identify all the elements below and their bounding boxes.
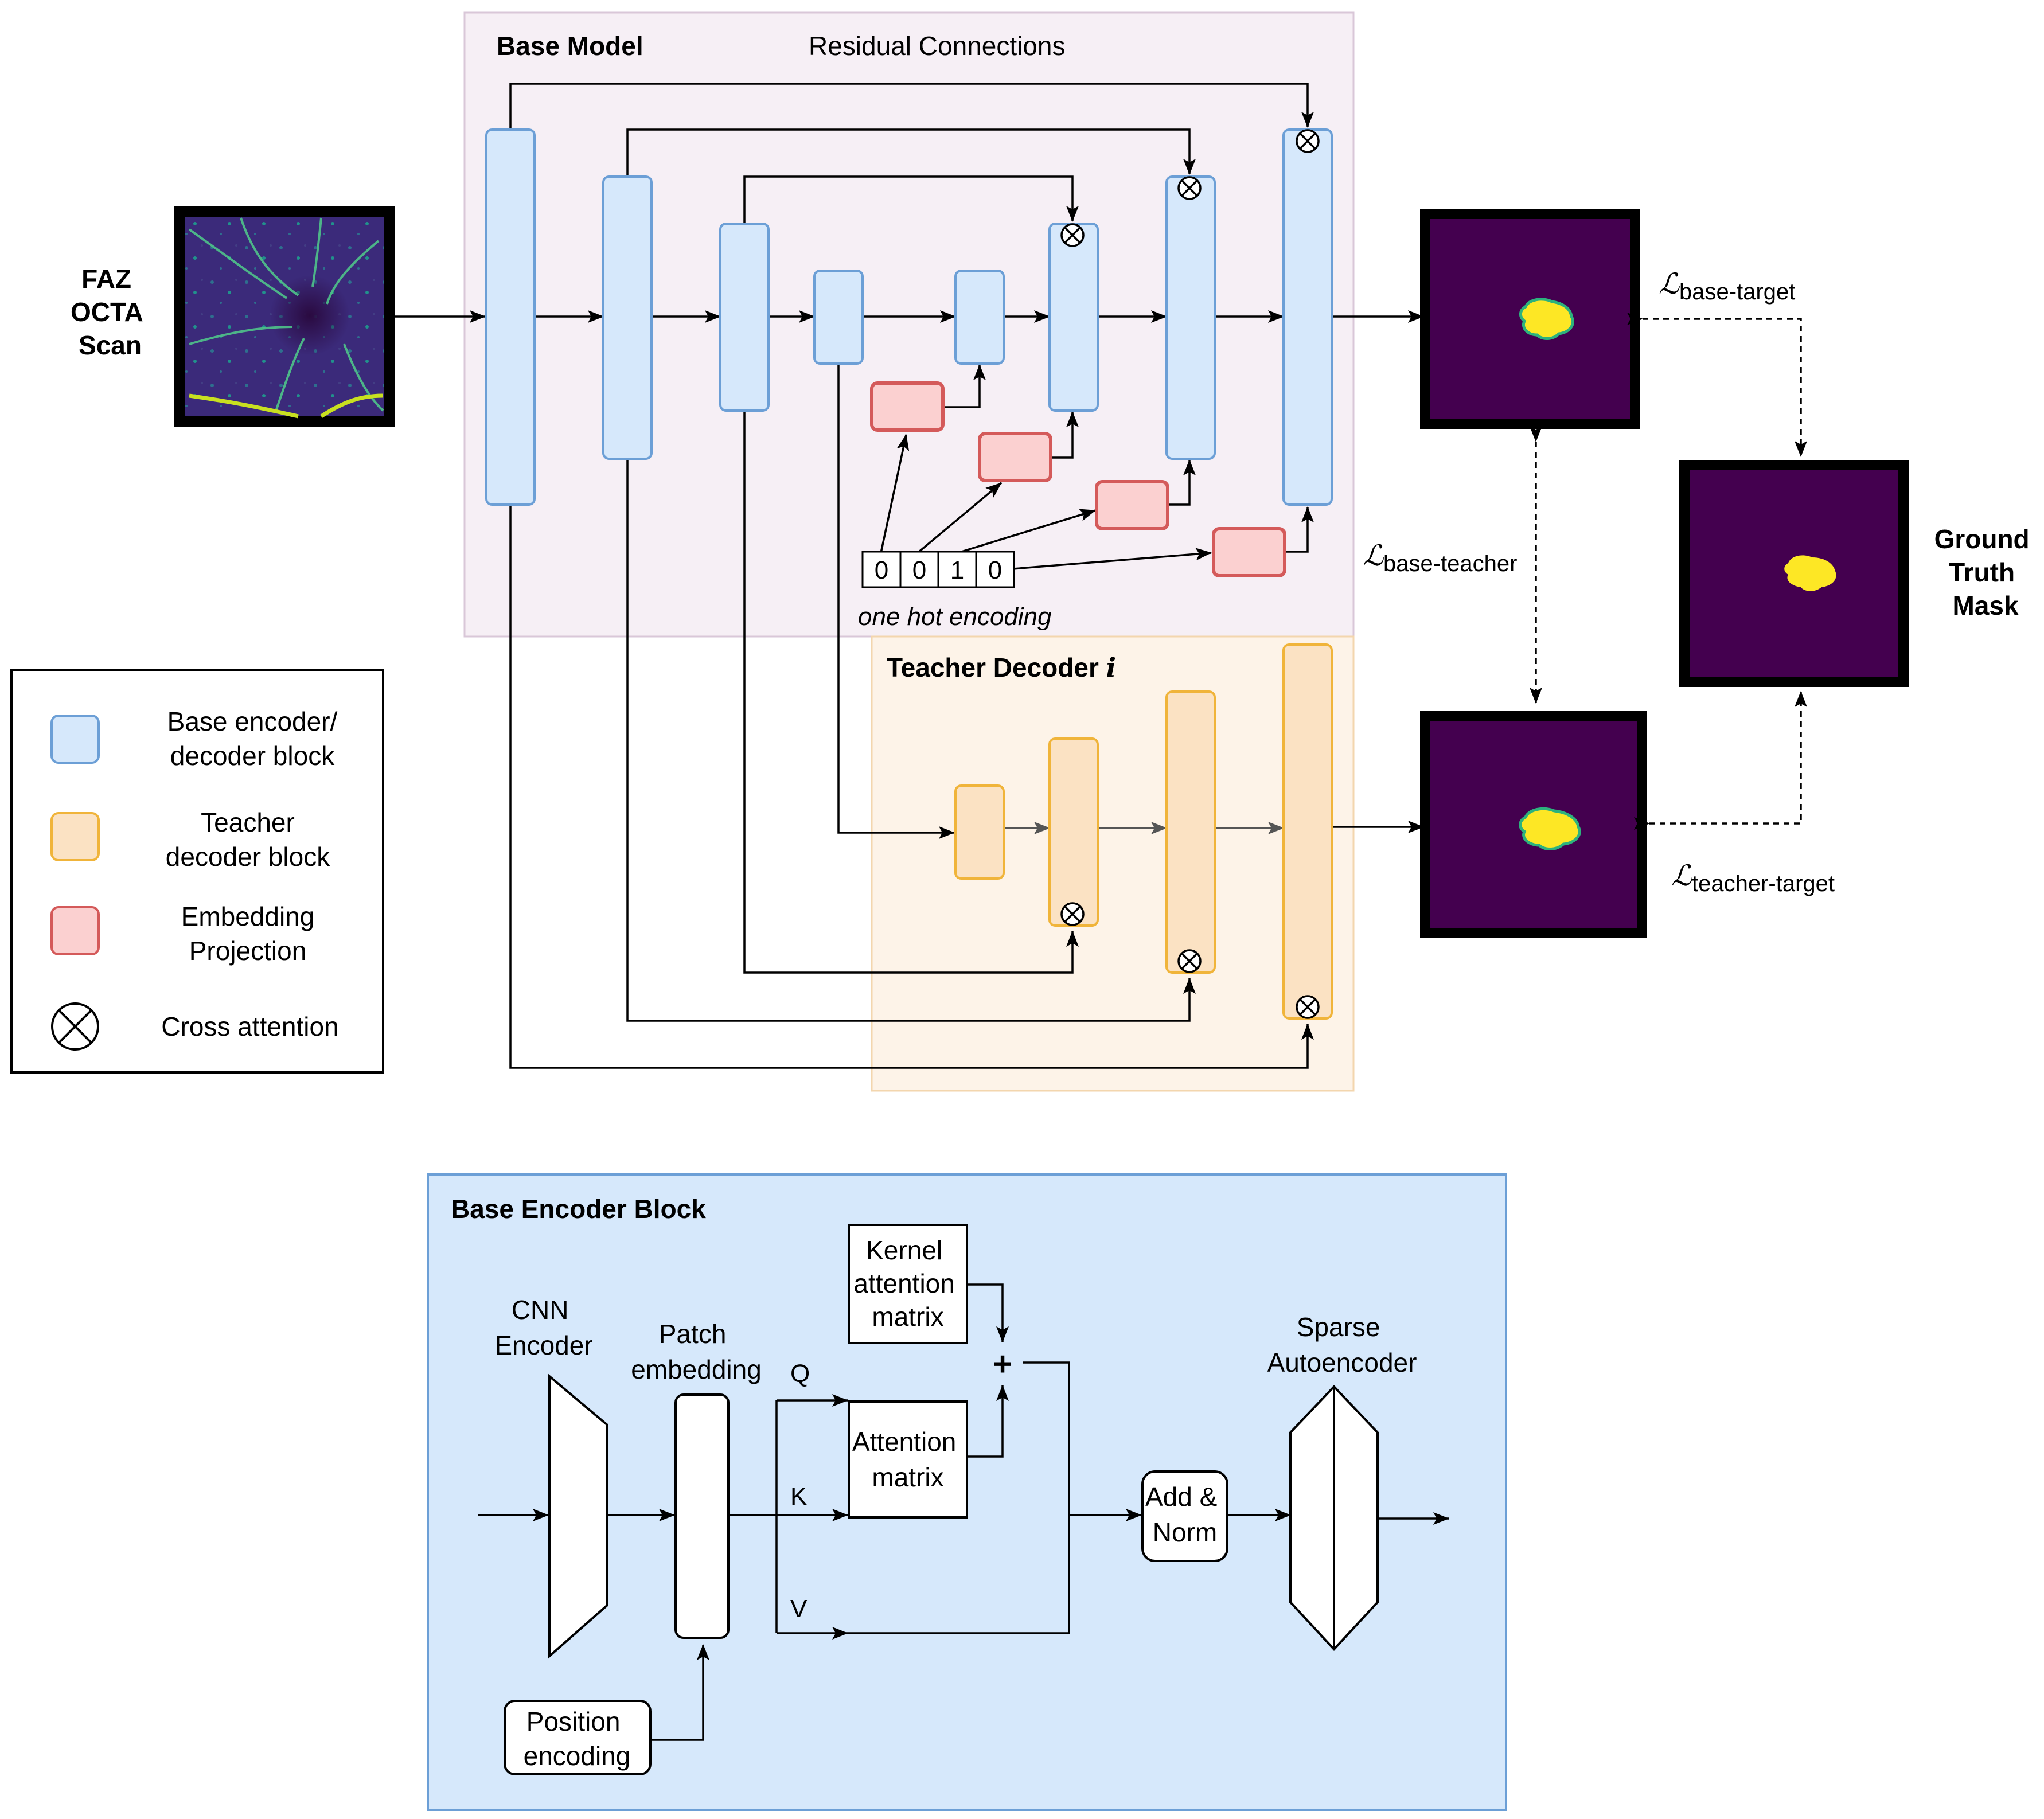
embedding-projection-2 [978, 432, 1052, 482]
attention-matrix-label: Attention matrix [852, 1427, 964, 1492]
teacher-output-mask [1420, 711, 1647, 938]
loss-base-teacher-label: ℒbase-teacher [1363, 539, 1518, 576]
sparse-autoencoder-shape [1289, 1385, 1379, 1651]
onehot-digit-4: 0 [988, 556, 1002, 584]
embedding-projection-1 [870, 381, 945, 432]
legend-label-cross-attention: Cross attention [161, 1012, 338, 1041]
base-decoder-block-1 [954, 270, 1005, 365]
base-output-mask [1420, 209, 1640, 429]
legend-swatch-base [50, 715, 100, 764]
cnn-encoder-label: CNN Encoder [494, 1295, 592, 1360]
legend-label-base: Base encoder/decoder block [167, 706, 338, 771]
onehot-digit-1: 0 [875, 556, 888, 584]
legend-cross-attention-icon [51, 1002, 99, 1051]
base-bottleneck-block [813, 270, 864, 365]
cnn-encoder-shape [548, 1373, 608, 1659]
ground-truth-mask [1679, 460, 1909, 687]
cross-attention-icon [1060, 129, 1320, 1019]
k-label: K [790, 1482, 807, 1510]
base-decoder-block-4 [1282, 128, 1333, 506]
base-encoder-block-1 [485, 128, 536, 506]
loss-teacher-target-label: ℒteacher-target [1671, 859, 1835, 896]
embedding-projection-3 [1095, 480, 1169, 530]
position-encoding-label: Position encoding [524, 1707, 631, 1771]
onehot-caption: one hot encoding [858, 603, 1052, 631]
patch-embedding-label: Patch embedding [631, 1319, 762, 1384]
ground-truth-label: Ground Truth Mask [1934, 524, 2037, 620]
residual-connections-title: Residual Connections [809, 31, 1066, 61]
onehot-digit-2: 0 [912, 556, 926, 584]
faz-octa-scan-image [174, 206, 395, 427]
add-norm-box [1141, 1470, 1228, 1562]
kernel-attention-matrix-box [848, 1224, 968, 1344]
teacher-decoder-block-3 [1165, 690, 1216, 974]
embedding-projection-4 [1212, 527, 1286, 577]
teacher-decoder-title: Teacher Decoder i [887, 652, 1116, 683]
base-encoder-block-2 [602, 175, 653, 460]
onehot-digit-3: 1 [950, 556, 964, 584]
legend-swatch-embedding [50, 906, 100, 955]
patch-embedding-box [674, 1393, 730, 1639]
v-label: V [790, 1595, 808, 1623]
sparse-autoencoder-label: Sparse Autoencoder [1267, 1312, 1417, 1377]
teacher-decoder-block-4 [1282, 643, 1333, 1020]
one-hot-encoding-vector: 0 0 1 0 [861, 551, 1015, 588]
base-encoder-block-title: Base Encoder Block [451, 1194, 706, 1224]
input-label: FAZ OCTA Scan [71, 264, 150, 360]
attention-matrix-box [848, 1400, 968, 1519]
q-label: Q [790, 1360, 810, 1388]
base-decoder-block-3 [1165, 175, 1216, 460]
position-encoding-box [504, 1700, 652, 1775]
add-norm-label: Add & Norm [1145, 1482, 1224, 1547]
legend-swatch-teacher [50, 812, 100, 861]
plus-sign: + [993, 1345, 1012, 1383]
teacher-decoder-block-1 [954, 784, 1005, 880]
kernel-attention-matrix-label: Kernel attention matrix [853, 1235, 962, 1332]
teacher-decoder-region [871, 635, 1355, 1092]
base-model-title: Base Model [497, 31, 643, 61]
teacher-decoder-block-2 [1048, 737, 1099, 927]
loss-base-target-label: ℒbase-target [1659, 267, 1795, 305]
base-encoder-block-3 [719, 223, 770, 412]
base-decoder-block-2 [1048, 223, 1099, 412]
